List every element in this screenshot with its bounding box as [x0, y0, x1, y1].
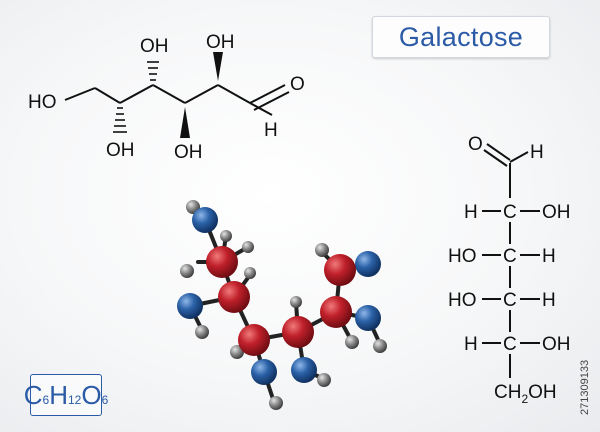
solid-wedge-1 [180, 107, 190, 138]
hydrogen-atoms [180, 200, 387, 410]
skeletal-double-bond [253, 91, 290, 111]
fischer-r1-left: H [464, 202, 478, 223]
fischer-r3-left: HO [448, 290, 477, 311]
hashed-wedge-1 [113, 107, 127, 133]
skeletal-bond [217, 84, 251, 104]
title-box: Galactose [372, 16, 550, 58]
fischer-r3-c: C [503, 290, 517, 311]
formula-o: O [81, 379, 102, 410]
label-o: O [290, 74, 305, 95]
fischer-r4-right: OH [542, 334, 571, 355]
label-oh-top1: OH [140, 36, 169, 57]
skeletal-bond [119, 84, 154, 104]
label-oh-top2: OH [206, 32, 235, 53]
fischer-r2-left: HO [448, 246, 477, 267]
label-oh-bot1: OH [106, 140, 135, 161]
hashed-wedge-2 [147, 61, 159, 81]
fischer-r4-left: H [464, 334, 478, 355]
formula-h: H [49, 379, 68, 410]
fischer-top-h: H [530, 142, 544, 163]
skeletal-bond [94, 87, 121, 104]
label-oh-bot2: OH [174, 142, 203, 163]
fischer-bottom: CH2OH [494, 382, 557, 406]
fischer-r3-right: H [542, 290, 556, 311]
fischer-top-o: O [468, 134, 483, 155]
fischer-bottom-ch: CH [494, 382, 521, 403]
formula-c-sub: 6 [42, 393, 50, 407]
skeletal-bond [184, 84, 219, 104]
fischer-r2-right: H [542, 246, 556, 267]
formula-c: C [23, 379, 43, 410]
oxygen-atoms [177, 207, 381, 385]
fischer-bottom-oh: OH [528, 382, 557, 403]
formula-h-sub: 12 [67, 393, 82, 407]
fischer-r1-c: C [503, 202, 517, 223]
title-text: Galactose [398, 21, 524, 52]
fischer-bottom-sub: 2 [521, 392, 528, 406]
fischer-r1-right: OH [542, 202, 571, 223]
fischer-r4-c: C [503, 334, 517, 355]
label-ho-left: HO [28, 92, 57, 113]
formula-o-sub: 6 [101, 393, 109, 407]
fischer-r2-c: C [503, 246, 517, 267]
side-identifier: 271309133 [579, 359, 591, 415]
skeletal-bond [64, 87, 96, 101]
skeletal-double-bond [249, 84, 286, 104]
label-h: H [264, 120, 278, 141]
carbon-atoms [206, 246, 356, 356]
skeletal-bond [152, 84, 186, 104]
skeletal-bond [249, 102, 273, 116]
solid-wedge-2 [213, 52, 223, 81]
